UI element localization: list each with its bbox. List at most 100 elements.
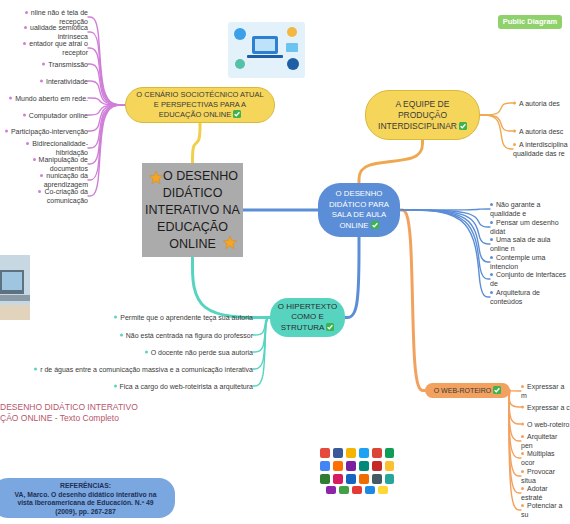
bullet-dot [24, 26, 27, 29]
subtopic-text: A autoria desc [519, 128, 563, 135]
subtopic-text: A interdisciplina qualidade das re [513, 141, 568, 157]
branch-connector [193, 257, 271, 318]
subtopic-text: Arquitetura de conteúdos [490, 289, 540, 305]
topic-text: O DESENHO DIDÁTICO PARA SALA DE AULA ONL… [329, 189, 389, 230]
subtopic-text: Interatividade [46, 78, 88, 85]
topic-inner: A EQUIPE DE PRODUÇÃO INTERDISCIPLINAR [374, 99, 471, 132]
subtopic: Participação-intervenção [0, 127, 88, 136]
bullet-dot [521, 504, 524, 507]
subtopic-text: Não está centrada na figura do professor [126, 332, 253, 339]
bullet-dot [513, 130, 516, 133]
subtopic-text: Não garante a qualidade e [490, 201, 540, 217]
bullet-dot [513, 102, 516, 105]
subtopic-connector [480, 103, 513, 115]
bullet-dot [40, 80, 43, 83]
subtopic-connector [253, 318, 270, 370]
main-topic: A EQUIPE DE PRODUÇÃO INTERDISCIPLINAR [365, 90, 480, 140]
subtopic-text: A autoria des [519, 100, 560, 107]
subtopic-connector [480, 115, 513, 131]
bullet-dot [521, 487, 524, 490]
branch-connector [193, 123, 201, 163]
subtopic-connector [400, 210, 490, 297]
subtopic-text: r de águas entre a comunicação massiva e… [40, 366, 253, 373]
topic-text: Public Diagram [503, 17, 558, 26]
subtopic-text: Co-criação da comunicação [44, 188, 88, 204]
subtopic: Expressar a c [521, 403, 570, 412]
subtopic-text: O web-roteiro [527, 421, 569, 428]
link-text: DESENHO DIDÁTICO INTERATIVO ÇÃO ONLINE -… [0, 402, 150, 424]
bullet-dot [26, 142, 29, 145]
topic-text: A EQUIPE DE PRODUÇÃO INTERDISCIPLINAR [378, 99, 457, 131]
subtopic-text: Pensar um desenho didát [490, 219, 559, 235]
subtopic-text: Contemple uma intencion [490, 254, 545, 270]
subtopic: Mundo aberto em rede. [0, 94, 88, 103]
bullet-dot [521, 423, 524, 426]
check-icon [459, 122, 467, 130]
subtopic: A autoria des [513, 99, 570, 108]
laptop-photo [0, 255, 30, 320]
subtopic: O docente não perde sua autoria [0, 348, 253, 357]
check-icon [326, 323, 334, 331]
subtopic: nline não é tela de recepção [0, 8, 88, 26]
bullet-dot [521, 406, 524, 409]
bullet-dot [42, 63, 45, 66]
subtopic: nunicação da aprendizagem [0, 171, 88, 189]
subtopic-text: Bidirecionalidade-hibridação [32, 140, 88, 156]
bullet-dot [34, 368, 37, 371]
subtopic-connector [480, 115, 513, 149]
subtopic-text: Expressar a m [521, 383, 564, 399]
subtopic: Adotar estraté [521, 484, 570, 502]
subtopic: Permite que o aprendente teça sua autori… [0, 313, 253, 322]
bullet-dot [33, 158, 36, 161]
subtopic: Interatividade [0, 77, 88, 86]
subtopic: Co-criação da comunicação [0, 187, 88, 205]
bullet-dot [521, 385, 524, 388]
branch-connector [243, 209, 318, 212]
subtopic: ualidade semiótica intrínseca [0, 23, 88, 41]
subtopic: Computador online [0, 111, 88, 120]
subtopic-text: Manipulação de documentos [39, 156, 88, 172]
subtopic: r de águas entre a comunicação massiva e… [0, 365, 253, 374]
subtopic: Arquitetar pen [521, 432, 570, 450]
branch-connector [400, 210, 425, 391]
bullet-dot [114, 385, 117, 388]
central-topic: O DESENHO DIDÁTICO INTERATIVO NA EDUCAÇÃ… [142, 163, 243, 257]
bullet-dot [521, 452, 524, 455]
subtopic-text: Conjunto de interfaces de [490, 271, 566, 287]
subtopic: Arquitetura de conteúdos [490, 288, 570, 306]
subtopic-connector [88, 105, 125, 196]
subtopic-text: Computador online [29, 112, 88, 119]
subtopic-text: Adotar estraté [521, 485, 548, 501]
subtopic-connector [509, 391, 521, 511]
bullet-dot [513, 143, 516, 146]
bullet-dot [490, 273, 493, 276]
check-icon [493, 386, 501, 394]
subtopic-text: Arquitetar pen [521, 433, 557, 449]
topic-inner: O DESENHO DIDÁTICO PARA SALA DE AULA ONL… [322, 189, 396, 231]
subtopic-connector [509, 391, 521, 425]
subtopic-connector [88, 98, 125, 105]
subtopic-connector [88, 17, 125, 105]
subtopic: O web-roteiro [521, 420, 570, 429]
subtopic: Não garante a qualidade e [490, 200, 570, 218]
subtopic-connector [509, 391, 521, 442]
subtopic: A interdisciplina qualidade das re [513, 140, 570, 158]
subtopic: Múltiplas ocor [521, 449, 570, 467]
top-illustration [228, 22, 305, 78]
subtopic-connector [400, 210, 490, 244]
main-topic: O HIPERTEXTO COMO E STRUTURA [270, 298, 345, 337]
subtopic-text: nline não é tela de recepção [31, 9, 88, 25]
subtopic-text: Expressar a c [527, 404, 570, 411]
subtopic: Manipulação de documentos [0, 155, 88, 173]
subtopic-text: Potenciar a su [521, 502, 562, 518]
icon-collage [318, 445, 395, 495]
check-icon [371, 221, 379, 229]
bullet-dot [521, 470, 524, 473]
topic-text: REFERÊNCIAS: [6, 482, 165, 491]
subtopic-connector [509, 391, 521, 494]
subtopic-text: ualidade semiótica intrínseca [30, 24, 88, 40]
subtopic-connector [88, 48, 125, 105]
bullet-dot [9, 97, 12, 100]
bullet-dot [23, 114, 26, 117]
bullet-dot [145, 351, 148, 354]
